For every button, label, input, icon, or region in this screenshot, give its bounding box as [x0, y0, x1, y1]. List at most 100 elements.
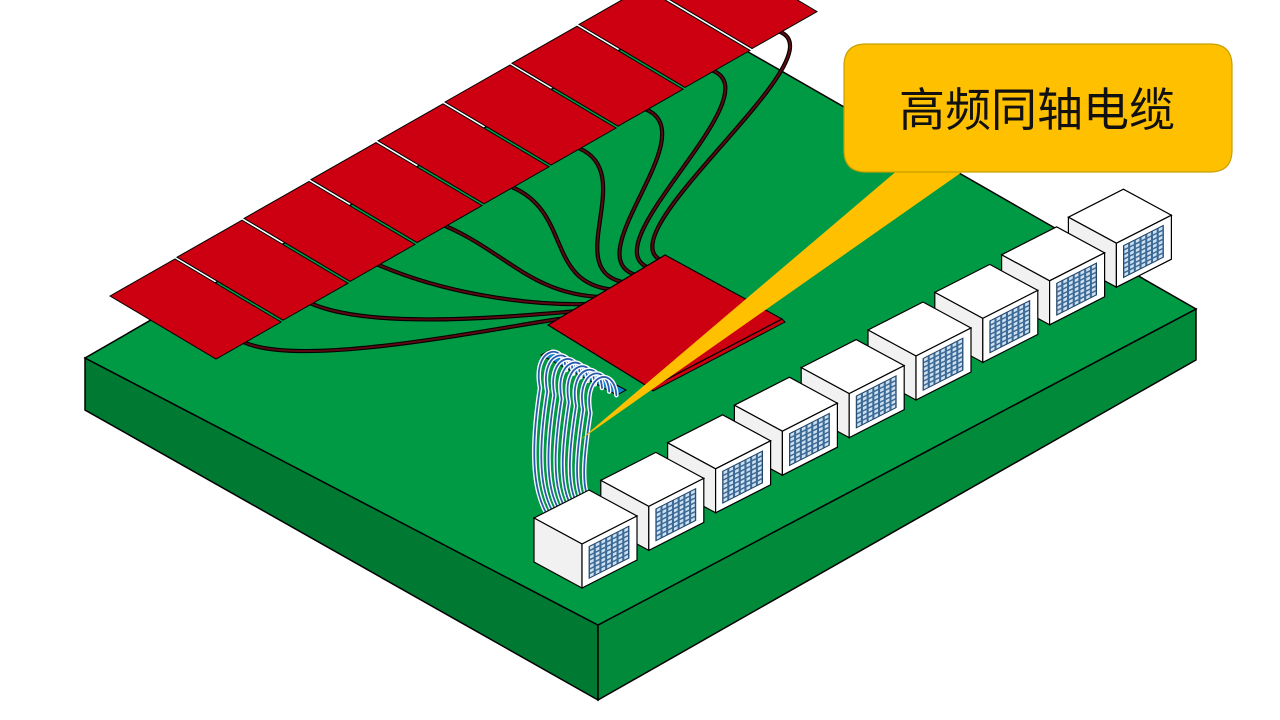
- module-cell: [891, 377, 896, 382]
- module-cell: [723, 469, 728, 475]
- module-cell: [1025, 329, 1029, 335]
- module-cell: [790, 436, 795, 442]
- module-cell: [807, 441, 812, 447]
- module-cell: [673, 498, 678, 504]
- module-cell: [1147, 259, 1151, 265]
- module-cell: [801, 449, 806, 454]
- module-cell: [807, 446, 812, 451]
- module-cell: [874, 399, 879, 405]
- module-cell: [723, 478, 728, 484]
- module-cell: [691, 494, 695, 500]
- signal-trace: [635, 69, 727, 270]
- module-cell: [1013, 307, 1018, 313]
- module-cell: [685, 506, 690, 512]
- module-cell: [1057, 290, 1062, 296]
- module-cell: [941, 366, 945, 372]
- module-cell: [1057, 281, 1062, 287]
- module-cell: [723, 474, 728, 480]
- module-cell: [590, 567, 594, 573]
- module-cell: [746, 471, 751, 477]
- module-cell: [1091, 291, 1096, 297]
- module-cell: [1019, 332, 1024, 337]
- module-cell: [952, 356, 957, 361]
- module-cell: [1091, 287, 1096, 292]
- module-cell: [958, 343, 962, 349]
- signal-trace: [444, 225, 604, 298]
- module-cell: [952, 351, 957, 357]
- module-cell: [862, 418, 867, 424]
- module-cell: [1057, 286, 1062, 292]
- module-cell: [857, 399, 861, 404]
- contact-pad: [310, 142, 483, 244]
- module-cell: [679, 495, 684, 501]
- module-cell: [673, 503, 678, 508]
- module-cell: [790, 445, 795, 451]
- module-cell: [752, 459, 756, 465]
- module-cell: [1063, 283, 1067, 289]
- module-cell: [880, 410, 884, 416]
- module-cell: [1069, 298, 1073, 304]
- module-cell: [1124, 248, 1129, 254]
- module-cell: [673, 507, 678, 513]
- module-cell: [624, 536, 628, 542]
- module-cell: [662, 504, 667, 510]
- module-cell: [885, 379, 890, 385]
- module-cell: [1147, 241, 1151, 247]
- module-cell: [1130, 245, 1134, 251]
- modules: [532, 188, 1173, 590]
- contact-pad: [511, 25, 684, 127]
- module-cell: [1002, 318, 1006, 323]
- module-cell: [668, 501, 672, 507]
- module-cell: [952, 369, 957, 375]
- module-cell: [952, 346, 957, 352]
- module-cell: [824, 437, 829, 443]
- module-cell: [891, 399, 896, 405]
- module-cell: [807, 432, 812, 438]
- module-cell: [935, 355, 940, 361]
- module-cell: [746, 467, 751, 472]
- module-cell: [1153, 256, 1157, 262]
- module-cell: [590, 554, 594, 559]
- module-cell: [601, 561, 606, 567]
- module-cell: [1002, 340, 1006, 346]
- signal-trace: [651, 31, 791, 263]
- signal-traces: [242, 30, 792, 354]
- callout-box: [843, 43, 1233, 173]
- module-cell: [990, 332, 995, 338]
- module-cell: [607, 559, 611, 564]
- module-cell: [857, 412, 861, 418]
- module-cell: [1057, 299, 1062, 305]
- module-cell: [662, 518, 667, 523]
- module-cell: [857, 394, 861, 400]
- module-cell: [868, 416, 873, 421]
- module-cell: [1019, 304, 1024, 310]
- module-cell: [624, 531, 628, 537]
- module-cell: [618, 557, 623, 563]
- module-cell: [801, 439, 806, 445]
- module-cell: [612, 551, 617, 557]
- module-cell: [662, 522, 667, 528]
- module-cell: [1069, 294, 1073, 299]
- module-cell: [612, 560, 617, 566]
- module-cell: [595, 551, 600, 556]
- module-cell: [874, 385, 879, 391]
- module-cell: [662, 527, 667, 533]
- module-cell: [1135, 238, 1140, 244]
- contact-pad: [243, 180, 416, 282]
- module-cell: [679, 504, 684, 510]
- module-cell: [891, 404, 896, 410]
- module-cell: [595, 541, 600, 547]
- module-cell: [1135, 242, 1140, 248]
- module-cell: [935, 378, 940, 384]
- module-cell: [1063, 278, 1067, 284]
- module-cell: [656, 520, 661, 526]
- module-cell: [801, 426, 806, 432]
- module-cell: [612, 537, 617, 543]
- module-cell: [1074, 286, 1079, 292]
- module-cell: [656, 530, 661, 535]
- module-cell: [735, 477, 739, 483]
- module-cell: [924, 366, 928, 371]
- module-cell: [1135, 251, 1140, 257]
- module-cell: [1074, 295, 1079, 301]
- module-cell: [1063, 301, 1067, 307]
